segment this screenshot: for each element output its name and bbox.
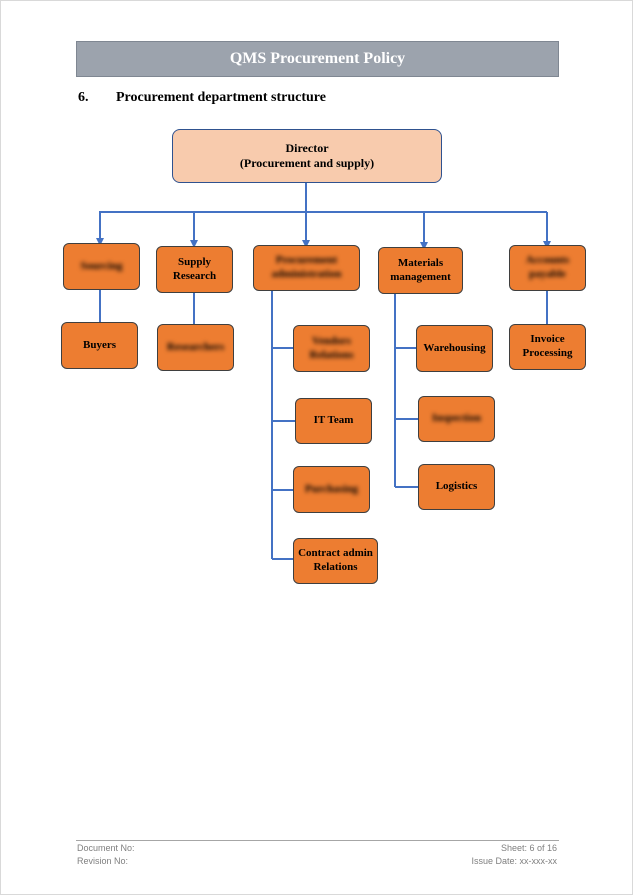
footer-issue-date: Issue Date: xx-xxx-xx	[471, 856, 557, 866]
accounts-payable-line1: Accounts	[525, 254, 570, 267]
section-heading: 6. Procurement department structure	[78, 90, 326, 106]
node-invoice-processing: Invoice Processing	[509, 324, 586, 370]
supply-research-line1: Supply	[177, 255, 212, 268]
footer-sheet: Sheet: 6 of 16	[500, 843, 557, 853]
procurement-admin-line1: Procurement	[275, 254, 338, 267]
node-researchers: Researchers	[157, 324, 234, 371]
contract-admin-line1: Contract admin	[298, 547, 373, 560]
node-buyers: Buyers	[61, 322, 138, 369]
node-it-team: IT Team	[295, 398, 372, 444]
vendors-relations-line2: Relations	[309, 348, 354, 361]
footer-document-no: Document No:	[77, 843, 135, 853]
footer-divider	[76, 840, 559, 841]
node-contract-admin-relations: Contract admin Relations	[293, 538, 378, 584]
node-supply-research: Supply Research	[156, 246, 233, 293]
invoice-processing-line1: Invoice	[530, 333, 565, 346]
buyers-label: Buyers	[83, 338, 116, 351]
node-materials-management: Materials management	[378, 247, 463, 294]
director-subtitle: (Procurement and supply)	[239, 156, 375, 170]
node-warehousing: Warehousing	[416, 325, 493, 372]
node-accounts-payable: Accounts payable	[509, 245, 586, 291]
node-sourcing: Sourcing	[63, 243, 140, 290]
contract-admin-line2: Relations	[313, 561, 358, 573]
document-header: QMS Procurement Policy	[76, 41, 559, 77]
researchers-label: Researchers	[166, 340, 225, 353]
logistics-label: Logistics	[435, 480, 478, 493]
node-inspection: Inspection	[418, 396, 495, 442]
footer-revision-no: Revision No:	[77, 856, 129, 866]
document-title: QMS Procurement Policy	[229, 50, 406, 67]
director-title: Director	[285, 141, 329, 155]
section-number: 6.	[78, 90, 89, 105]
node-director: Director (Procurement and supply)	[172, 129, 442, 183]
warehousing-label: Warehousing	[423, 341, 486, 354]
supply-research-line2: Research	[172, 269, 217, 282]
procurement-admin-line2: administration	[271, 268, 342, 280]
section-title: Procurement department structure	[116, 90, 326, 105]
materials-management-line2: management	[390, 270, 451, 283]
purchasing-label: Purchasing	[305, 482, 358, 495]
inspection-label: Inspection	[432, 412, 481, 425]
it-team-label: IT Team	[313, 414, 354, 427]
sourcing-label: Sourcing	[80, 259, 123, 272]
node-logistics: Logistics	[418, 464, 495, 510]
invoice-processing-line2: Processing	[522, 347, 573, 359]
node-purchasing: Purchasing	[293, 466, 370, 513]
node-procurement-administration: Procurement administration	[253, 245, 360, 291]
accounts-payable-line2: payable	[529, 268, 566, 280]
vendors-relations-line1: Vendors	[312, 334, 351, 347]
materials-management-line1: Materials	[397, 256, 444, 269]
node-vendors-relations: Vendors Relations	[293, 325, 370, 372]
